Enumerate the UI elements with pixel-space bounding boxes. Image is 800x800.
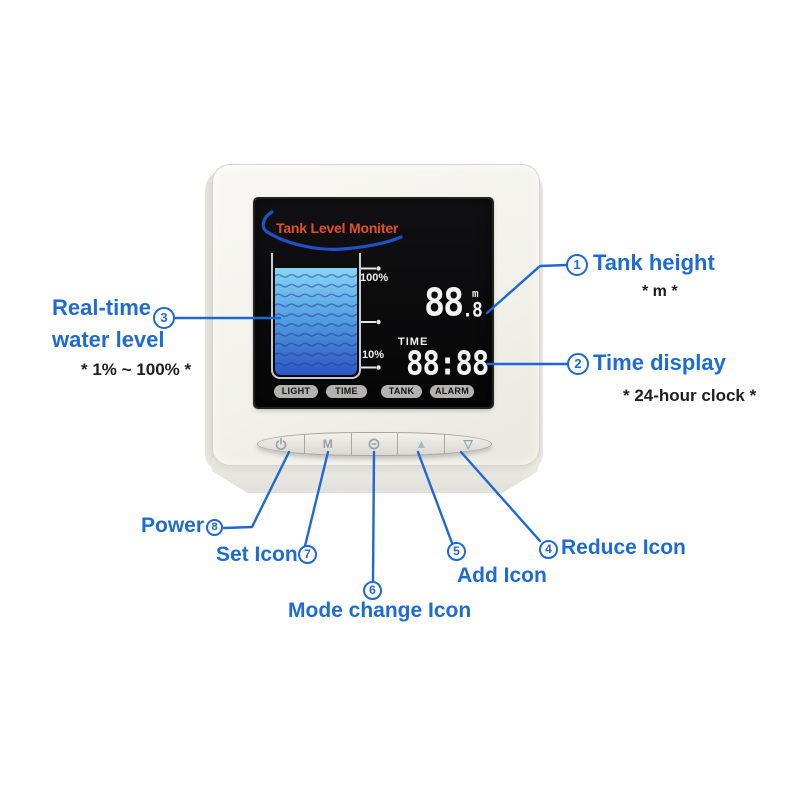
scale-label-100: 100% bbox=[360, 272, 389, 284]
lcd-logo-text: Tank Level Moniter bbox=[276, 220, 399, 236]
clock-icon bbox=[369, 438, 380, 450]
callout-number-5: 5 bbox=[447, 542, 466, 561]
time-label: TIME bbox=[398, 336, 429, 348]
lcd-screen: Tank Level Moniter bbox=[255, 199, 492, 407]
button-row: M ▲ ▽ bbox=[257, 432, 492, 456]
callout-number-3: 3 bbox=[153, 307, 175, 329]
tank-height-display: 88 .8 bbox=[424, 281, 483, 326]
label-water-level-line1: Real-time bbox=[52, 295, 152, 320]
label-reduce-icon: Reduce Icon bbox=[561, 536, 686, 559]
sublabel-time-display: * 24-hour clock * bbox=[623, 386, 757, 405]
label-add-icon: Add Icon bbox=[457, 564, 547, 587]
time-display: 88:88 bbox=[406, 344, 489, 383]
height-unit: m bbox=[472, 287, 479, 300]
sublabel-water-level: * 1% ~ 100% * bbox=[81, 360, 192, 379]
m-letter-icon: M bbox=[322, 437, 333, 451]
callout-number-1: 1 bbox=[566, 254, 588, 276]
label-time-display: Time display bbox=[593, 350, 726, 375]
height-digits: 88 bbox=[424, 281, 464, 326]
mode-change-button[interactable] bbox=[350, 433, 398, 455]
scale-label-10: 10% bbox=[362, 349, 385, 361]
label-power: Power bbox=[141, 514, 205, 537]
sublabel-tank-height: * m * bbox=[642, 283, 678, 300]
up-triangle-icon: ▲ bbox=[415, 437, 428, 451]
membrane-button-time: TIME bbox=[326, 385, 367, 398]
down-triangle-icon: ▽ bbox=[463, 437, 473, 451]
water-waves-icon bbox=[275, 273, 357, 367]
label-water-level-line2: water level bbox=[52, 327, 165, 352]
tank-water-fill bbox=[275, 268, 357, 375]
reduce-button[interactable]: ▽ bbox=[444, 433, 491, 455]
membrane-button-alarm: ALARM bbox=[430, 385, 474, 398]
membrane-button-tank: TANK bbox=[381, 385, 422, 398]
membrane-button-light: LIGHT bbox=[274, 385, 318, 398]
label-mode-change-icon: Mode change Icon bbox=[288, 599, 472, 622]
callout-number-7: 7 bbox=[298, 545, 317, 564]
callout-number-8: 8 bbox=[206, 519, 223, 536]
set-button[interactable]: M bbox=[303, 433, 351, 455]
device-faceplate: Tank Level Moniter bbox=[212, 164, 540, 466]
power-button[interactable] bbox=[258, 433, 304, 455]
label-set-icon: Set Icon bbox=[216, 543, 298, 566]
callout-number-2: 2 bbox=[567, 353, 589, 375]
callout-number-4: 4 bbox=[539, 540, 558, 559]
callout-number-6: 6 bbox=[363, 581, 382, 600]
tank-graphic bbox=[271, 253, 361, 379]
height-decimal: .8 bbox=[462, 298, 483, 322]
add-button[interactable]: ▲ bbox=[397, 433, 444, 455]
power-icon bbox=[275, 437, 287, 450]
label-tank-height: Tank height bbox=[593, 250, 715, 275]
